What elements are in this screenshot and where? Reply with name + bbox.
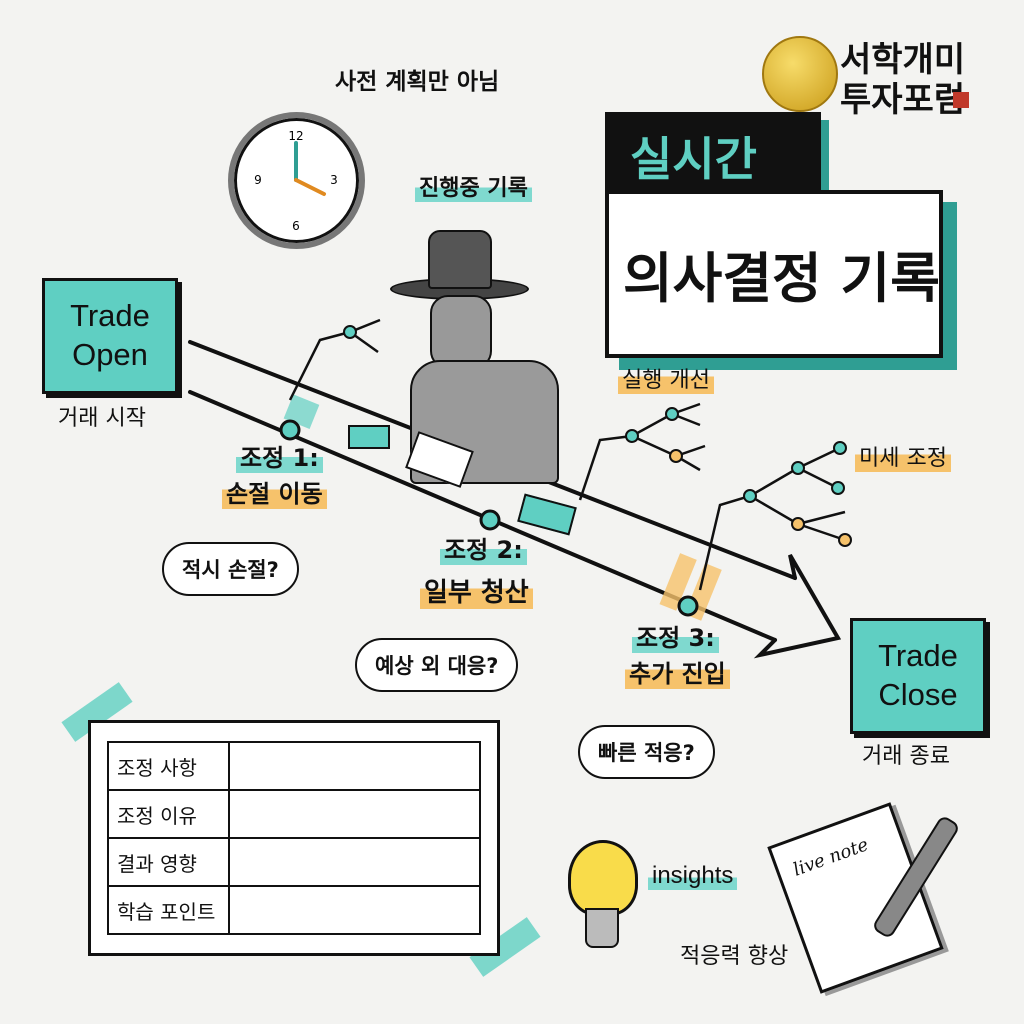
row-label: 조정 사항 [107, 741, 230, 791]
adjustment-2-question: 예상 외 대응? [355, 638, 519, 692]
svg-text:3: 3 [330, 173, 338, 187]
insights-label: insights [648, 862, 738, 890]
table-row: 학습 포인트 [107, 885, 481, 935]
branch-execution-label: 실행 개선 [618, 362, 714, 394]
adjustment-3-question: 빠른 적응? [578, 725, 715, 779]
adjustment-node-3 [677, 595, 699, 617]
logo-coin-icon [762, 36, 838, 112]
adjustment-3-action: 추가 진입 [625, 654, 730, 689]
trade-close-box: Trade Close [850, 618, 986, 734]
adjustment-1-question: 적시 손절? [162, 542, 299, 596]
title-line1: 실시간 [630, 132, 757, 186]
recording-caption: 진행중 기록 [415, 170, 532, 202]
adjustment-1-action: 손절 이동 [222, 474, 327, 509]
trade-open-box: Trade Open [42, 278, 178, 394]
stamp-icon [348, 425, 390, 449]
title-line2: 의사결정 기록 [623, 247, 940, 310]
lightbulb-icon [568, 840, 638, 916]
clock-caption: 사전 계획만 아님 [335, 69, 500, 95]
title-box-2: 의사결정 기록 [605, 190, 943, 358]
trade-open-label: Trade Open [70, 298, 150, 372]
trade-close-caption: 거래 종료 [862, 744, 950, 769]
table-row: 조정 이유 [107, 789, 481, 839]
clock-icon: 12 3 6 9 [228, 112, 365, 249]
table-row: 결과 영향 [107, 837, 481, 887]
row-label: 조정 이유 [107, 789, 230, 839]
row-label: 결과 영향 [107, 837, 230, 887]
adjustment-node-1 [279, 419, 301, 441]
lightbulb-base [585, 908, 619, 948]
branch-finetune-label: 미세 조정 [855, 440, 951, 472]
adjustment-2-step: 조정 2: [440, 530, 527, 565]
adjustment-3-step: 조정 3: [632, 618, 719, 653]
adjustment-node-2 [479, 509, 501, 531]
trade-open-caption: 거래 시작 [58, 406, 146, 431]
row-label: 학습 포인트 [107, 885, 230, 935]
adjustment-2-action: 일부 청산 [420, 572, 533, 609]
reflection-table: 조정 사항 조정 이유 결과 영향 학습 포인트 [88, 720, 500, 956]
notepad-title: live note [790, 834, 872, 881]
trade-close-label: Trade Close [878, 638, 958, 712]
adjustment-1-step: 조정 1: [236, 438, 323, 473]
svg-text:6: 6 [292, 219, 300, 233]
logo-text-line2: 투자포럼 [840, 80, 966, 120]
notepad-caption: 적응력 향상 [680, 944, 789, 969]
svg-text:9: 9 [254, 173, 262, 187]
title-box-1: 실시간 [605, 112, 821, 193]
svg-text:12: 12 [288, 129, 303, 143]
logo-seal-icon [953, 92, 969, 108]
logo-text-line1: 서학개미 [840, 40, 966, 80]
table-row: 조정 사항 [107, 741, 481, 791]
